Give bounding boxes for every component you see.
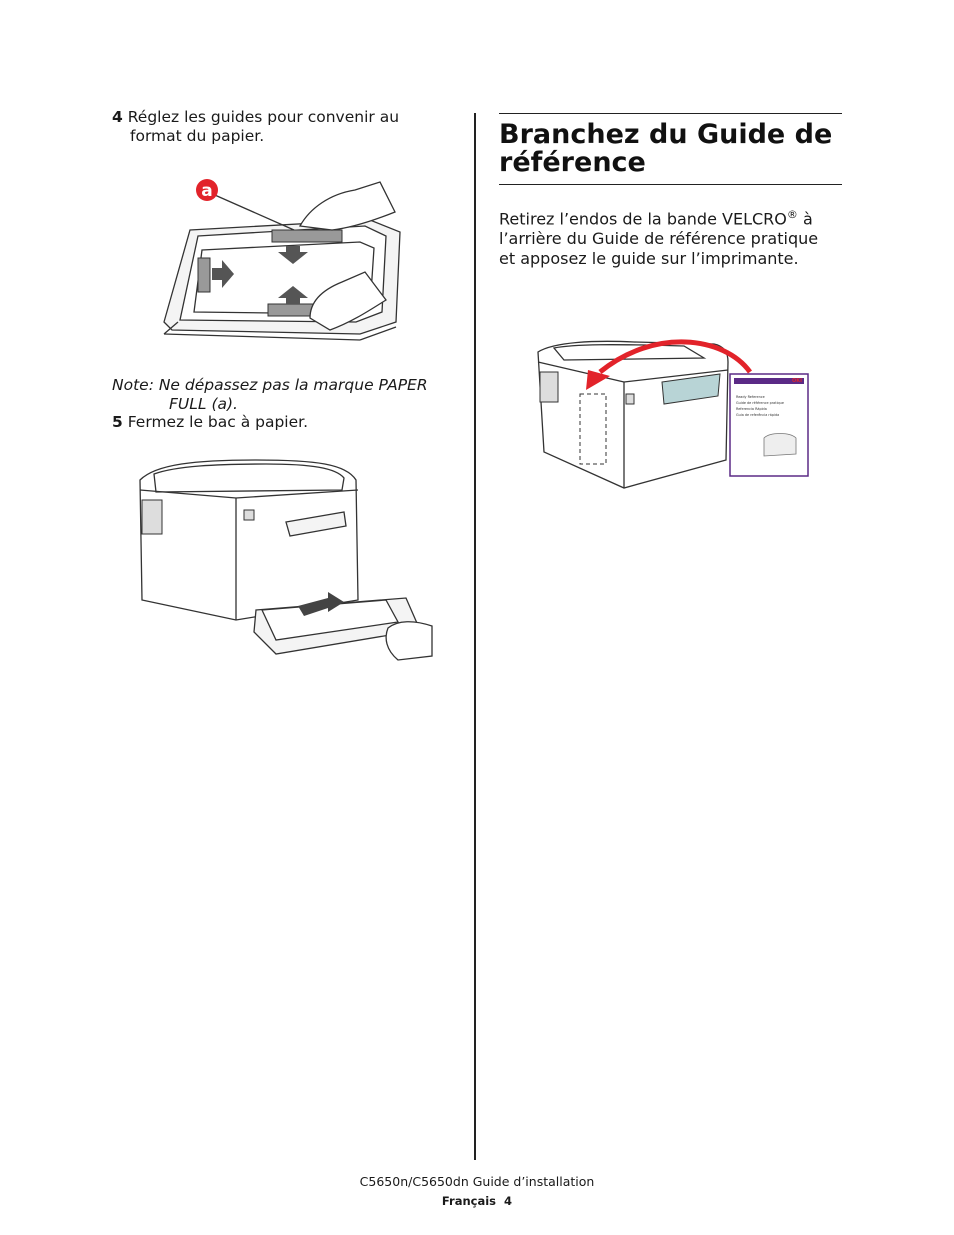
tray-guides-illustration: a <box>163 179 401 341</box>
step-4: 4 Réglez les guides pour convenir au for… <box>112 108 452 146</box>
booklet-brand: OKI <box>792 378 802 384</box>
column-divider <box>474 113 476 1160</box>
page-number: 4 <box>504 1194 513 1208</box>
step-text: Fermez le bac à papier. <box>127 413 309 431</box>
callout-a: a <box>201 181 212 201</box>
booklet-line: Guia de referência rápida <box>736 413 779 417</box>
close-tray-illustration <box>139 459 433 661</box>
step-text-cont: format du papier. <box>130 127 265 145</box>
footer-page: Français 4 <box>0 1194 954 1208</box>
instruction-paragraph: Retirez l’endos de la bande VELCRO® à l’… <box>499 205 844 269</box>
para-line-2: l’arrière du Guide de référence pratique <box>499 229 819 249</box>
reference-guide-booklet: OKI Ready Reference Guide de référence p… <box>729 373 809 477</box>
para-line-1: Retirez l’endos de la bande VELCRO <box>499 209 787 229</box>
para-line-1-end: à <box>797 209 813 229</box>
section-heading: Branchez du Guide de référence <box>499 121 844 177</box>
heading-rule-bottom <box>499 184 842 185</box>
step-number: 4 <box>112 108 123 126</box>
step-5: 5 Fermez le bac à papier. <box>112 413 452 432</box>
heading-line-1: Branchez du Guide de <box>499 119 833 150</box>
step-text: Réglez les guides pour convenir au <box>127 108 400 126</box>
heading-rule-top <box>499 113 842 114</box>
booklet-line: Referencia Rápida <box>736 407 767 411</box>
step-number: 5 <box>112 413 123 431</box>
registered-mark: ® <box>786 208 798 221</box>
heading-line-2: référence <box>499 147 646 178</box>
booklet-line: Ready Reference <box>736 395 765 399</box>
note-line-2: FULL (a). <box>169 395 238 413</box>
footer-title: C5650n/C5650dn Guide d’installation <box>359 1174 595 1189</box>
printer-guide-illustration: OKI Ready Reference Guide de référence p… <box>537 339 809 489</box>
footer-language: Français <box>441 1194 497 1208</box>
note-line-1: Note: Ne dépassez pas la marque PAPER <box>112 376 428 394</box>
para-line-3: et apposez le guide sur l’imprimante. <box>499 249 799 269</box>
booklet-line: Guide de référence pratique <box>736 401 784 405</box>
note: Note: Ne dépassez pas la marque PAPER FU… <box>112 376 452 414</box>
